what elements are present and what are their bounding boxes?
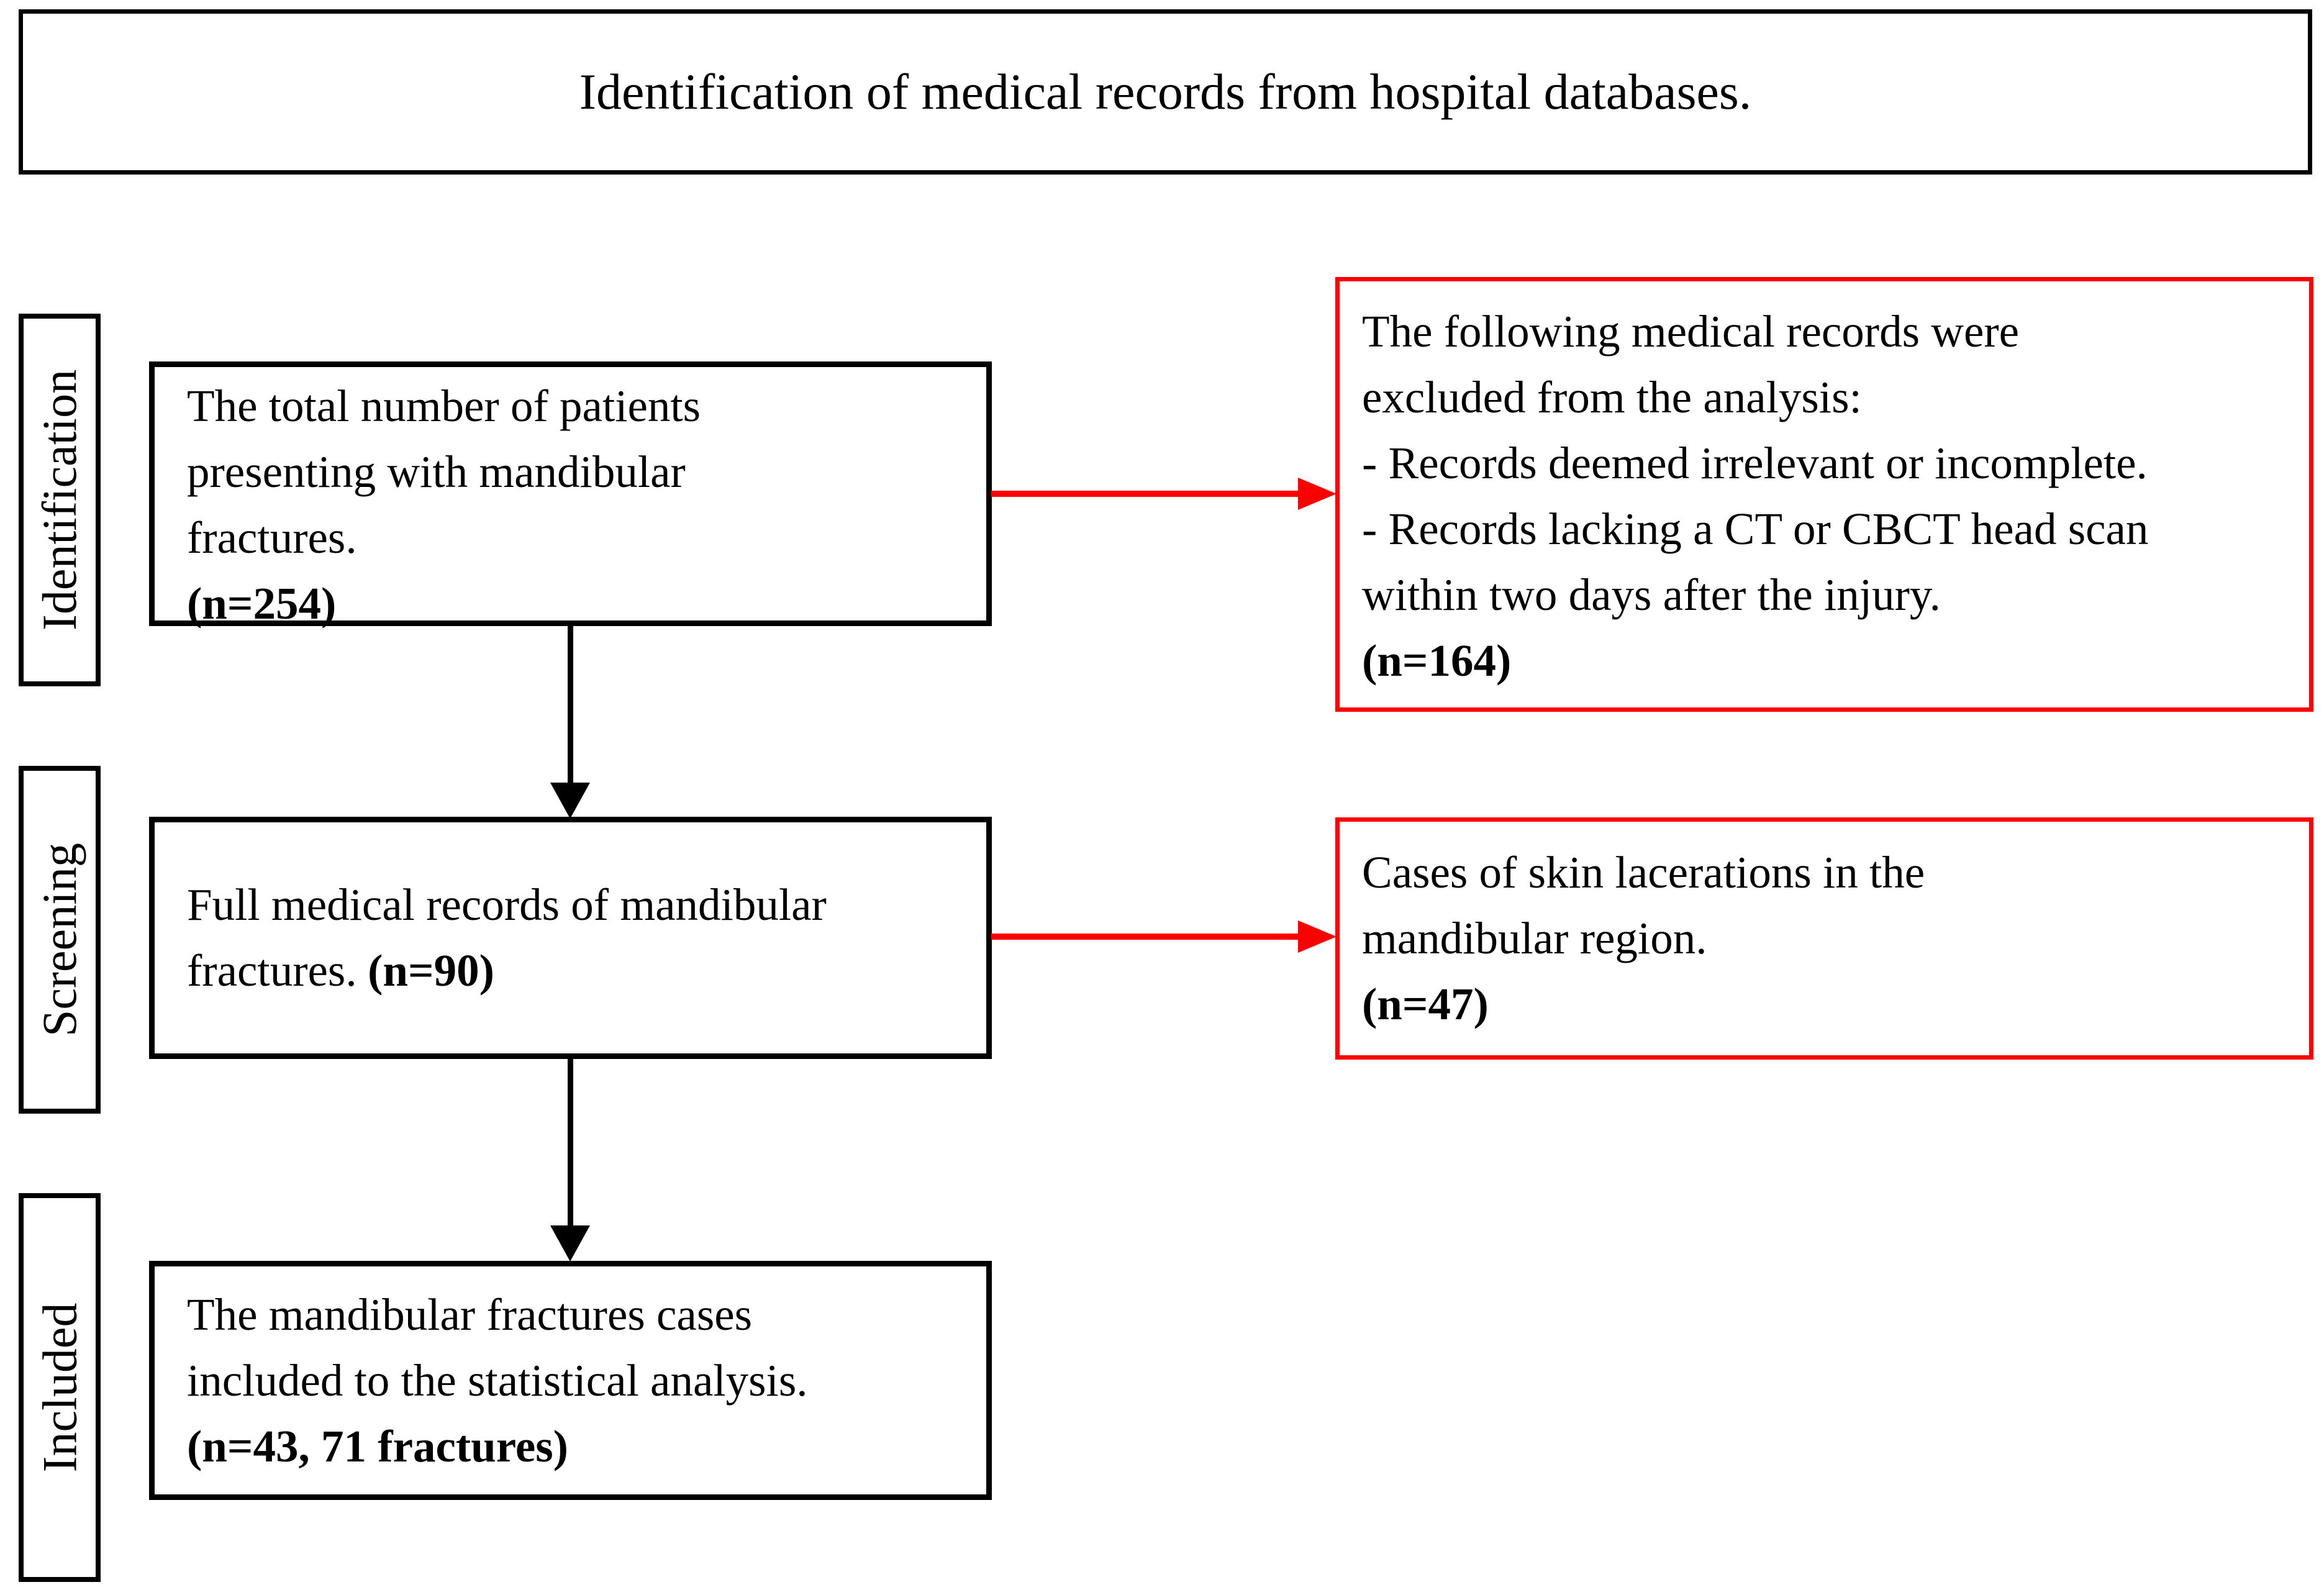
flow-box-total-patients-line: presenting with mandibular: [187, 447, 686, 497]
exclusion-box-excluded-records: The following medical records were exclu…: [1335, 277, 2313, 712]
flow-box-included-cases-line: included to the statistical analysis.: [187, 1355, 808, 1406]
stage-label-included: Included: [32, 1302, 87, 1473]
red-right-arrow-2-line: [991, 934, 1302, 940]
exclusion-box-excluded-records-count: (n=164): [1362, 635, 1512, 686]
flow-box-full-records-count: (n=90): [368, 945, 494, 996]
flow-box-included-cases: The mandibular fractures cases included …: [149, 1261, 992, 1500]
exclusion-box-excluded-records-line: - Records lacking a CT or CBCT head scan: [1362, 504, 2149, 554]
exclusion-box-excluded-records-line: - Records deemed irrelevant or incomplet…: [1362, 438, 2148, 488]
stage-box-included: Included: [19, 1193, 101, 1582]
down-arrow-1-line: [568, 626, 573, 785]
flow-box-total-patients-line: The total number of patients: [187, 381, 701, 431]
flow-box-full-records: Full medical records of mandibular fract…: [149, 817, 992, 1059]
down-arrowhead-icon: [550, 1225, 590, 1261]
flow-box-full-records-text: fractures.: [187, 945, 357, 996]
stage-box-screening: Screening: [19, 766, 101, 1114]
flow-box-total-patients: The total number of patients presenting …: [149, 361, 992, 629]
flow-box-full-records-line: Full medical records of mandibular: [187, 879, 827, 930]
exclusion-box-excluded-records-line: excluded from the analysis:: [1362, 372, 1862, 422]
down-arrowhead-icon: [550, 783, 590, 819]
right-arrowhead-icon: [1298, 478, 1337, 510]
right-arrowhead-icon: [1298, 920, 1337, 953]
exclusion-box-excluded-records-line: The following medical records were: [1362, 306, 2020, 357]
stage-box-identification: Identification: [19, 314, 101, 686]
exclusion-box-skin-lacerations-line: mandibular region.: [1362, 913, 1707, 963]
exclusion-box-skin-lacerations-line: Cases of skin lacerations in the: [1362, 847, 1925, 897]
down-arrow-2-line: [568, 1059, 573, 1228]
exclusion-box-skin-lacerations-count: (n=47): [1362, 979, 1489, 1029]
stage-label-identification: Identification: [32, 369, 87, 631]
red-right-arrow-1-line: [991, 491, 1302, 497]
flow-box-included-cases-line: The mandibular fractures cases: [187, 1289, 753, 1340]
flow-box-total-patients-count: (n=254): [187, 578, 337, 629]
stage-label-screening: Screening: [32, 843, 87, 1037]
flow-box-included-cases-count: (n=43, 71 fractures): [187, 1420, 568, 1471]
exclusion-box-skin-lacerations: Cases of skin lacerations in the mandibu…: [1335, 817, 2313, 1060]
exclusion-box-excluded-records-line: within two days after the injury.: [1362, 570, 1941, 620]
page-title: Identification of medical records from h…: [579, 63, 1752, 120]
flow-box-total-patients-line: fractures.: [187, 512, 357, 563]
flow-box-full-records-line: fractures.(n=90): [187, 938, 971, 1004]
title-box: Identification of medical records from h…: [19, 9, 2312, 175]
